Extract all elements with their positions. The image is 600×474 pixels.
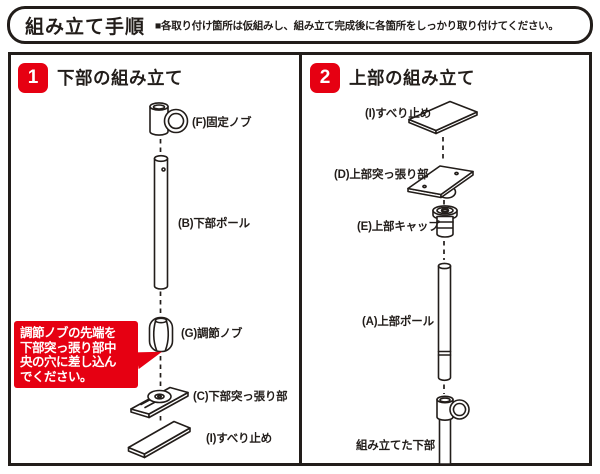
lower-tension-plate-drawing (130, 386, 189, 419)
panel-divider (299, 52, 302, 466)
step-2-title: 上部の組み立て (349, 68, 475, 88)
label-adjust-knob: (G)調節ノブ (181, 328, 243, 340)
label-antislip-upper: (I)すべり止め (365, 108, 431, 120)
callout-text: 央の穴に差し込ん (20, 355, 117, 370)
callout-text: 下部突っ張り部中 (20, 340, 117, 355)
label-assembled-lower: 組み立てた下部 (356, 440, 436, 452)
label-fixing-knob: (F)固定ノブ (192, 117, 252, 129)
instruction-callout: 調節ノブの先端を 下部突っ張り部中 央の穴に差し込ん でください。 (14, 321, 165, 388)
antislip-pad-lower-drawing (127, 420, 191, 459)
header-note: ■各取り付け箇所は仮組みし、組み立て完成後に各箇所をしっかり取り付けてください。 (155, 19, 559, 32)
antislip-pad-upper-drawing (408, 100, 478, 135)
label-upper-cap: (E)上部キャップ (357, 221, 440, 233)
label-lower-pole: (B)下部ポール (178, 218, 250, 230)
header: 組み立て手順 ■各取り付け箇所は仮組みし、組み立て完成後に各箇所をしっかり取り付… (7, 6, 593, 44)
fixing-knob-drawing (149, 102, 189, 136)
upper-cap-drawing (432, 205, 458, 238)
callout-text: 調節ノブの先端を (20, 326, 117, 340)
lower-pole-drawing (153, 154, 169, 290)
page-title: 組み立て手順 (25, 16, 146, 38)
step-1-title: 下部の組み立て (57, 68, 183, 88)
step-1-badge: 1 (18, 63, 48, 93)
assembled-lower-part-drawing (436, 395, 470, 465)
label-upper-pole: (A)上部ポール (362, 316, 434, 328)
step-2-badge: 2 (310, 63, 340, 93)
upper-pole-drawing (437, 262, 452, 382)
label-upper-tension-plate: (D)上部突っ張り部 (334, 169, 429, 181)
adjust-knob-drawing (148, 316, 174, 353)
upper-tension-plate-drawing (407, 165, 474, 199)
callout-text: でください。 (20, 369, 93, 384)
label-antislip-lower: (I)すべり止め (206, 433, 272, 445)
label-lower-tension-plate: (C)下部突っ張り部 (193, 391, 288, 403)
